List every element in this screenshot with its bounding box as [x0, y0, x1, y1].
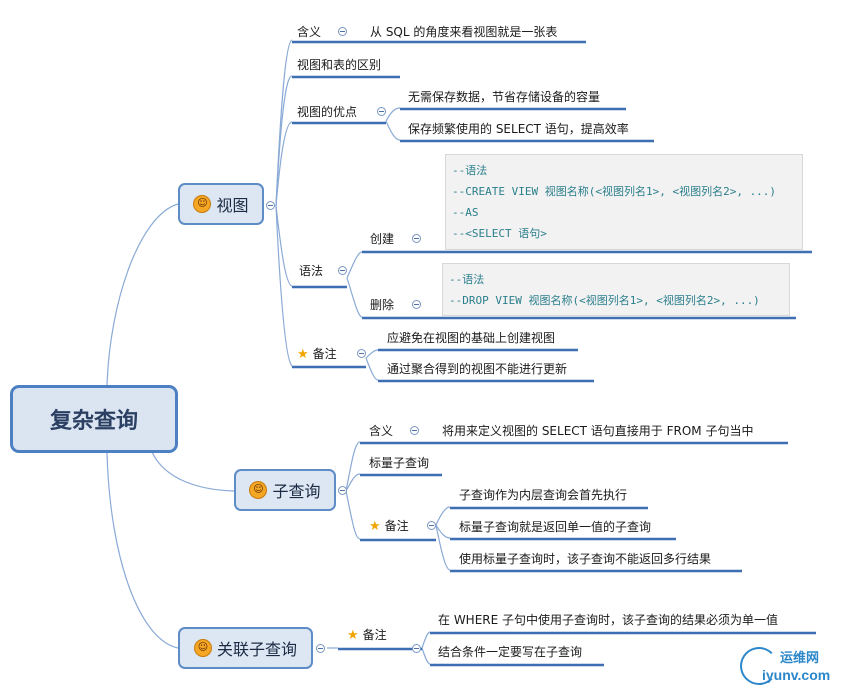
collapse-toggle-icon[interactable] — [338, 486, 347, 495]
collapse-toggle-icon[interactable] — [410, 426, 419, 435]
star-icon: ★ — [369, 519, 381, 534]
root-label: 复杂查询 — [49, 409, 138, 434]
star-icon: ★ — [297, 347, 309, 362]
subquery-note-2: 标量子查询就是返回单一值的子查询 — [459, 520, 652, 534]
create-code-block: --语法 --CREATE VIEW 视图名称(<视图列名1>, <视图列名2>… — [445, 154, 803, 250]
subquery-scalar: 标量子查询 — [369, 456, 430, 470]
view-create-label: 创建 — [370, 232, 395, 246]
code-line: --AS — [452, 206, 479, 219]
collapse-toggle-icon[interactable] — [377, 107, 386, 116]
topic-subquery[interactable]: ☺ 子查询 — [234, 469, 336, 511]
star-icon: ★ — [347, 628, 359, 643]
logo-swirl-icon — [740, 647, 778, 685]
watermark-logo: 运维网 iyunv.com — [740, 645, 840, 689]
view-note-1: 应避免在视图的基础上创建视图 — [387, 331, 556, 345]
view-note: ★备注 — [297, 345, 337, 364]
collapse-toggle-icon[interactable] — [316, 644, 325, 653]
correlated-note-label: 备注 — [362, 628, 387, 642]
correlated-note-2: 结合条件一定要写在子查询 — [438, 645, 583, 659]
root-topic[interactable]: 复杂查询 — [10, 385, 178, 453]
code-line: --<SELECT 语句> — [452, 227, 547, 240]
collapse-toggle-icon[interactable] — [357, 349, 366, 358]
watermark-line1: 运维网 — [780, 651, 820, 666]
code-line: --语法 — [449, 273, 485, 286]
grin-face-icon: ☺ — [193, 195, 212, 213]
view-advantages-label: 视图的优点 — [297, 105, 358, 119]
topic-correlated[interactable]: ☺ 关联子查询 — [178, 627, 313, 669]
view-syntax-label: 语法 — [299, 264, 324, 278]
subquery-note-3: 使用标量子查询时，该子查询不能返回多行结果 — [459, 552, 712, 566]
collapse-toggle-icon[interactable] — [338, 27, 347, 36]
view-meaning-label: 含义 — [297, 25, 322, 39]
topic-subquery-label: 子查询 — [272, 482, 321, 501]
view-drop-label: 删除 — [370, 298, 395, 312]
view-adv-2: 保存频繁使用的 SELECT 语句，提高效率 — [408, 122, 629, 136]
subquery-note-1: 子查询作为内层查询会首先执行 — [459, 488, 628, 502]
subquery-meaning-text: 将用来定义视图的 SELECT 语句直接用于 FROM 子句当中 — [442, 424, 754, 438]
view-meaning-text: 从 SQL 的角度来看视图就是一张表 — [370, 25, 558, 39]
view-note-label: 备注 — [312, 347, 337, 361]
correlated-note-1: 在 WHERE 子句中使用子查询时，该子查询的结果必须为单一值 — [438, 613, 779, 627]
topic-view[interactable]: ☺ 视图 — [178, 183, 264, 225]
collapse-toggle-icon[interactable] — [412, 644, 421, 653]
topic-correlated-label: 关联子查询 — [216, 640, 297, 659]
code-line: --CREATE VIEW 视图名称(<视图列名1>, <视图列名2>, ...… — [452, 185, 777, 198]
collapse-toggle-icon[interactable] — [427, 521, 436, 530]
correlated-note: ★备注 — [347, 626, 387, 645]
drop-code-block: --语法 --DROP VIEW 视图名称(<视图列名1>, <视图列名2>, … — [442, 263, 790, 316]
subquery-meaning-label: 含义 — [369, 424, 394, 438]
collapse-toggle-icon[interactable] — [412, 234, 421, 243]
collapse-toggle-icon[interactable] — [412, 300, 421, 309]
code-line: --语法 — [452, 164, 488, 177]
subquery-note-label: 备注 — [384, 519, 409, 533]
grin-face-icon: ☺ — [249, 481, 268, 499]
view-adv-1: 无需保存数据，节省存储设备的容量 — [408, 90, 601, 104]
collapse-toggle-icon[interactable] — [338, 266, 347, 275]
code-line: --DROP VIEW 视图名称(<视图列名1>, <视图列名2>, ...) — [449, 294, 760, 307]
watermark-line2: iyunv.com — [762, 667, 831, 683]
topic-view-label: 视图 — [216, 196, 249, 215]
subquery-note: ★备注 — [369, 517, 409, 536]
collapse-toggle-icon[interactable] — [266, 201, 275, 210]
view-note-2: 通过聚合得到的视图不能进行更新 — [387, 362, 568, 376]
grin-face-icon: ☺ — [193, 639, 212, 657]
view-diff: 视图和表的区别 — [297, 58, 382, 72]
